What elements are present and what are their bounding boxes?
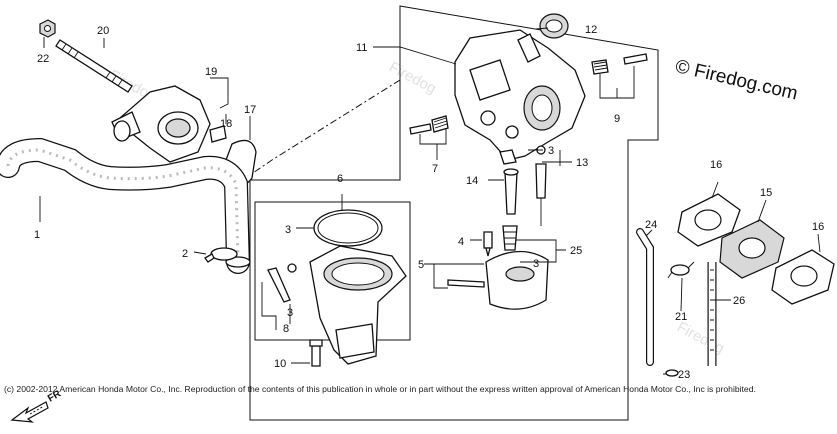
- bolt-10: [309, 339, 323, 367]
- callout-12: 12: [585, 24, 597, 36]
- float-valve-4: [483, 231, 493, 257]
- callout-14: 14: [466, 175, 478, 187]
- copyright-notice: (c) 2002-2012 American Honda Motor Co., …: [4, 384, 756, 394]
- callout-6: 6: [337, 173, 343, 185]
- callout-16-upper: 16: [710, 159, 722, 171]
- callout-3-drain: 3: [287, 307, 293, 319]
- drain-screw-8: [267, 263, 297, 303]
- collar-18: [209, 125, 227, 143]
- gasket-16-lower: [771, 249, 835, 305]
- tube-26: [707, 262, 717, 366]
- callout-7: 7: [432, 163, 438, 175]
- callout-17: 17: [244, 104, 256, 116]
- clip-23: [665, 369, 679, 377]
- callout-25: 25: [570, 245, 582, 257]
- callout-labels: 1 2 3 3 3 3 4 5 6 7 8 9 10 11 12 13 14 1…: [34, 24, 824, 381]
- callout-20: 20: [97, 25, 109, 37]
- stud-bolt-20: [55, 39, 133, 93]
- reference-line: [249, 79, 401, 176]
- float-5: [447, 250, 549, 310]
- callout-4: 4: [458, 236, 464, 248]
- callout-10: 10: [274, 358, 286, 370]
- spring-screw-7: [409, 115, 449, 135]
- clamp-2: [204, 247, 238, 263]
- air-tube-1: [0, 137, 251, 274]
- manifold-elbow: [111, 85, 211, 163]
- carburetor-body: [454, 29, 586, 165]
- spring-screw-9: [591, 53, 648, 75]
- callout-22: 22: [37, 53, 49, 65]
- callout-16-lower: 16: [812, 221, 824, 233]
- callout-13: 13: [576, 157, 588, 169]
- leader-lines: [39, 27, 821, 375]
- nut-22: [39, 19, 56, 38]
- float-chamber-gasket-3: [313, 209, 383, 247]
- callout-11: 11: [356, 42, 367, 54]
- watermark-3: Firedog: [674, 319, 727, 358]
- callout-18: 18: [220, 118, 232, 130]
- callout-2: 2: [182, 248, 188, 260]
- callout-24: 24: [645, 219, 657, 231]
- callout-5: 5: [418, 259, 424, 271]
- float-chamber-frame: [254, 201, 411, 341]
- callout-3-lower: 3: [533, 258, 539, 270]
- ring-12: [539, 13, 569, 39]
- watermark-2: Firedog: [386, 59, 439, 98]
- assembly-frame: [249, 5, 659, 421]
- callout-3-gasket: 3: [285, 224, 291, 236]
- callout-21: 21: [675, 311, 687, 323]
- float-chamber-6: [309, 245, 407, 365]
- callout-23: 23: [678, 369, 690, 381]
- main-jet-25: [502, 225, 518, 251]
- gasket-16-upper: [677, 193, 741, 247]
- needle-jet-13: [535, 163, 547, 226]
- callout-19: 19: [205, 66, 217, 78]
- tube-24: [636, 228, 654, 366]
- callout-26: 26: [733, 295, 745, 307]
- insulator-15: [719, 219, 785, 279]
- clip-21: [667, 261, 695, 279]
- callout-3-upper: 3: [548, 145, 554, 157]
- callout-8: 8: [283, 323, 289, 335]
- callout-1: 1: [34, 229, 40, 241]
- nozzle-14: [503, 168, 519, 215]
- callout-15: 15: [760, 187, 772, 199]
- callout-9: 9: [614, 113, 620, 125]
